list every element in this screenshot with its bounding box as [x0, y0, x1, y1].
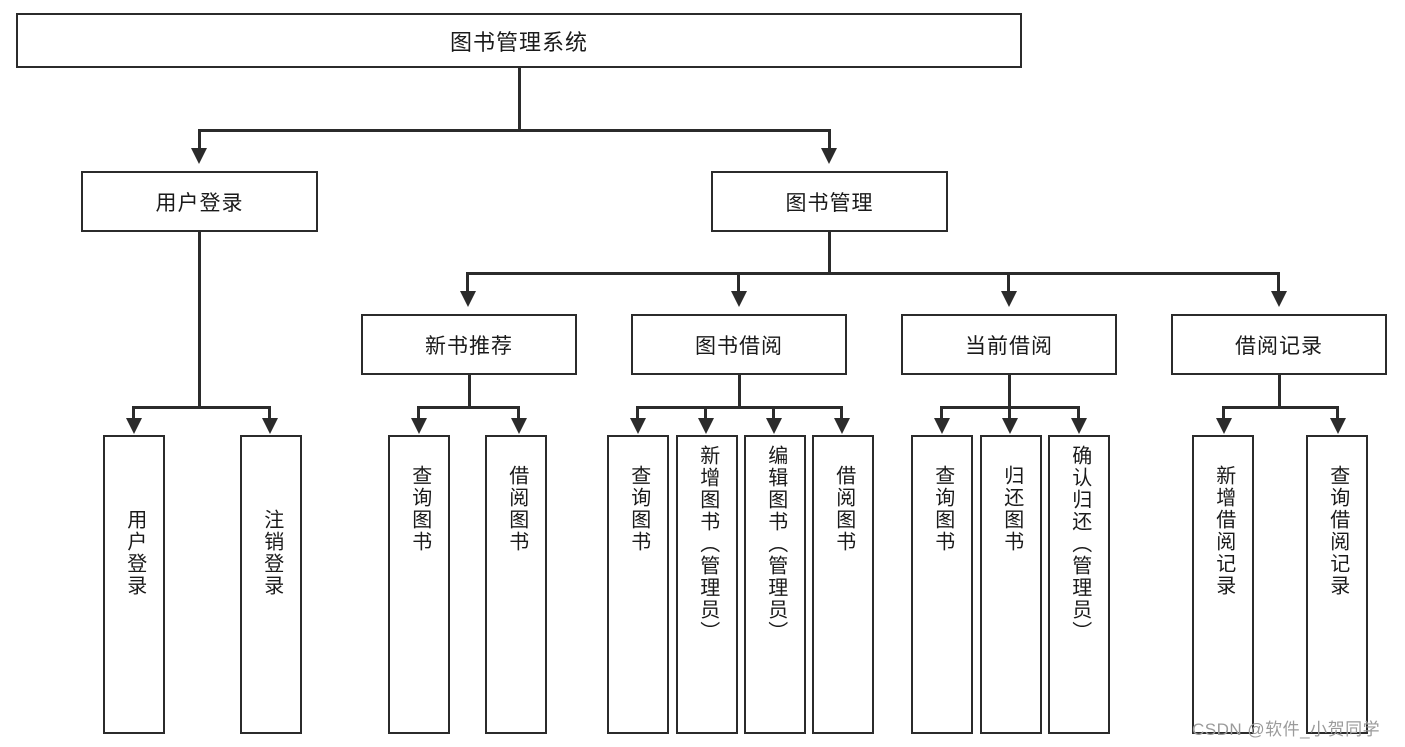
node-label: 当前借阅 [965, 334, 1053, 358]
node-borrow-record[interactable]: 借阅记录 [1171, 314, 1387, 375]
connector-book-borrow-bar [636, 406, 843, 409]
leaf-logout[interactable]: 注销登录 [240, 435, 302, 734]
leaf-label: 借阅图书 [505, 465, 528, 553]
arrowhead-current-borrow-leaf-3 [1071, 418, 1087, 434]
connector-borrow-record-bar [1222, 406, 1339, 409]
node-label: 图书管理系统 [449, 29, 588, 55]
connector-book-mgmt-to-borrow [737, 272, 740, 294]
arrowhead-book-borrow-leaf-4 [834, 418, 850, 434]
node-user-login[interactable]: 用户登录 [81, 171, 318, 232]
connector-user-login-stem [198, 232, 201, 408]
csdn-watermark: CSDN @软件_小贺同学 [1192, 720, 1381, 739]
node-new-book-recommend[interactable]: 新书推荐 [361, 314, 577, 375]
node-label: 图书借阅 [695, 334, 783, 358]
connector-root-to-book-mgmt [828, 129, 831, 151]
node-root-library-system[interactable]: 图书管理系统 [16, 13, 1022, 68]
node-book-management[interactable]: 图书管理 [711, 171, 948, 232]
leaf-query-borrow-record[interactable]: 查询借阅记录 [1306, 435, 1368, 734]
connector-borrow-record-to-leaf-2 [1336, 406, 1339, 422]
arrowhead-user-login-leaf-1 [126, 418, 142, 434]
leaf-query-book-current[interactable]: 查询图书 [911, 435, 973, 734]
connector-book-borrow-to-leaf-2 [704, 406, 707, 422]
connector-book-mgmt-bar [466, 272, 1277, 275]
leaf-borrow-book-recommend[interactable]: 借阅图书 [485, 435, 547, 734]
connector-new-book-to-leaf-2 [517, 406, 520, 422]
node-label: 新书推荐 [425, 334, 513, 358]
connector-borrow-record-stem [1278, 375, 1281, 408]
arrowhead-root-to-user-login [191, 148, 207, 164]
connector-new-book-to-leaf-1 [417, 406, 420, 422]
connector-book-mgmt-to-current [1007, 272, 1010, 294]
leaf-label: 确认归还（管理员） [1068, 445, 1091, 643]
connector-book-borrow-to-leaf-3 [772, 406, 775, 422]
arrowhead-borrow-record-leaf-2 [1330, 418, 1346, 434]
leaf-label: 编辑图书（管理员） [764, 445, 787, 643]
node-label: 图书管理 [785, 191, 874, 215]
leaf-return-book[interactable]: 归还图书 [980, 435, 1042, 734]
arrowhead-book-borrow-leaf-2 [698, 418, 714, 434]
connector-current-borrow-to-leaf-2 [1008, 406, 1011, 422]
leaf-edit-book-admin[interactable]: 编辑图书（管理员） [744, 435, 806, 734]
leaf-label: 查询图书 [931, 465, 954, 553]
leaf-label: 归还图书 [1000, 465, 1023, 553]
arrowhead-book-mgmt-new-book [460, 291, 476, 307]
leaf-query-book-recommend[interactable]: 查询图书 [388, 435, 450, 734]
connector-current-borrow-stem [1008, 375, 1011, 408]
leaf-add-book-admin[interactable]: 新增图书（管理员） [676, 435, 738, 734]
leaf-label: 新增图书（管理员） [696, 445, 719, 643]
arrowhead-current-borrow-leaf-2 [1002, 418, 1018, 434]
node-label: 借阅记录 [1235, 334, 1323, 358]
arrowhead-borrow-record-leaf-1 [1216, 418, 1232, 434]
leaf-label: 注销登录 [260, 509, 283, 597]
arrowhead-book-mgmt-current [1001, 291, 1017, 307]
leaf-label: 查询借阅记录 [1326, 465, 1349, 597]
arrowhead-book-mgmt-record [1271, 291, 1287, 307]
leaf-query-book-borrow[interactable]: 查询图书 [607, 435, 669, 734]
arrowhead-current-borrow-leaf-1 [934, 418, 950, 434]
leaf-label: 用户登录 [123, 509, 146, 597]
connector-book-borrow-to-leaf-4 [840, 406, 843, 422]
connector-new-book-stem [468, 375, 471, 408]
arrowhead-new-book-leaf-2 [511, 418, 527, 434]
connector-root-stem [518, 68, 521, 131]
leaf-confirm-return-admin[interactable]: 确认归还（管理员） [1048, 435, 1110, 734]
connector-book-mgmt-stem [828, 232, 831, 274]
arrowhead-new-book-leaf-1 [411, 418, 427, 434]
connector-book-borrow-to-leaf-1 [636, 406, 639, 422]
arrowhead-book-borrow-leaf-3 [766, 418, 782, 434]
connector-book-mgmt-to-record [1277, 272, 1280, 294]
connector-user-login-to-leaf-1 [132, 406, 135, 422]
arrowhead-user-login-leaf-2 [262, 418, 278, 434]
leaf-label: 借阅图书 [832, 465, 855, 553]
arrowhead-book-mgmt-borrow [731, 291, 747, 307]
leaf-label: 新增借阅记录 [1212, 465, 1235, 597]
connector-root-bar [198, 129, 831, 132]
node-current-borrow[interactable]: 当前借阅 [901, 314, 1117, 375]
connector-root-to-user-login [198, 129, 201, 151]
leaf-add-borrow-record[interactable]: 新增借阅记录 [1192, 435, 1254, 734]
arrowhead-book-borrow-leaf-1 [630, 418, 646, 434]
leaf-borrow-book[interactable]: 借阅图书 [812, 435, 874, 734]
leaf-label: 查询图书 [408, 465, 431, 553]
connector-book-borrow-stem [738, 375, 741, 408]
connector-user-login-to-leaf-2 [268, 406, 271, 422]
node-label: 用户登录 [155, 191, 244, 215]
node-book-borrow[interactable]: 图书借阅 [631, 314, 847, 375]
connector-user-login-bar [132, 406, 270, 409]
leaf-user-login[interactable]: 用户登录 [103, 435, 165, 734]
connector-book-mgmt-to-new-book [466, 272, 469, 294]
connector-current-borrow-to-leaf-3 [1077, 406, 1080, 422]
connector-new-book-bar [417, 406, 520, 409]
connector-current-borrow-to-leaf-1 [940, 406, 943, 422]
leaf-label: 查询图书 [627, 465, 650, 553]
arrowhead-root-to-book-mgmt [821, 148, 837, 164]
connector-borrow-record-to-leaf-1 [1222, 406, 1225, 422]
